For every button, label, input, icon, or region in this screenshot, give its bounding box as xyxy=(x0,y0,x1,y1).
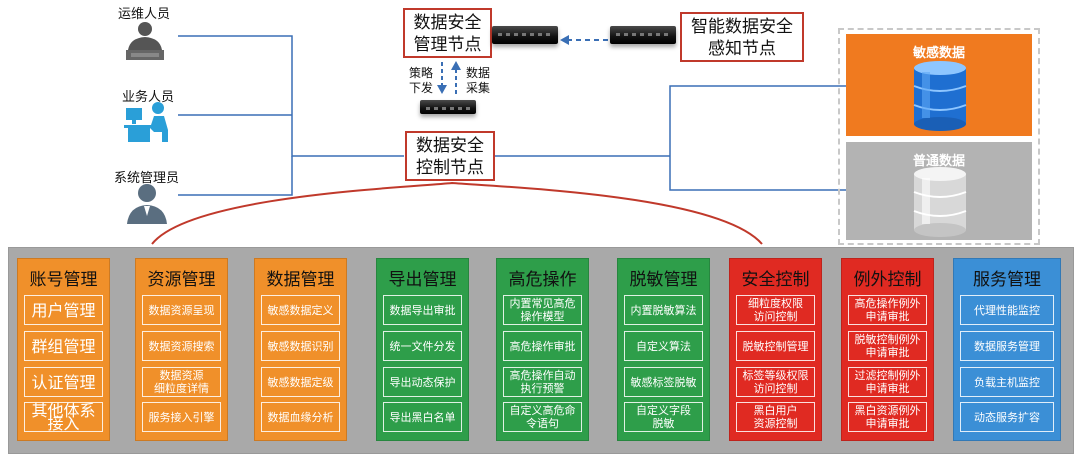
feature-item: 群组管理 xyxy=(24,331,103,361)
feature-item: 数据资源呈现 xyxy=(142,295,221,325)
feature-column-title: 账号管理 xyxy=(29,270,98,290)
feature-column: 安全控制细粒度权限 访问控制脱敏控制管理标签等级权限 访问控制黑白用户 资源控制 xyxy=(729,258,822,441)
feature-column-title: 高危操作 xyxy=(508,270,577,290)
feature-item: 黑白用户 资源控制 xyxy=(736,402,815,432)
feature-column-title: 数据管理 xyxy=(266,270,335,290)
feature-item: 负载主机监控 xyxy=(960,367,1054,397)
feature-item: 其他体系接入 xyxy=(24,402,103,432)
feature-item: 自定义字段 脱敏 xyxy=(624,402,703,432)
feature-item: 数据血缘分析 xyxy=(261,402,340,432)
sensitive-database-icon xyxy=(913,61,967,131)
feature-item: 内置脱敏算法 xyxy=(624,295,703,325)
perception-server-icon xyxy=(610,26,676,44)
feature-item: 导出黑白名单 xyxy=(383,402,462,432)
policy-label: 策略 下发 xyxy=(408,66,433,95)
feature-item: 内置常见高危 操作模型 xyxy=(503,295,582,325)
sensitive-data-block: 敏感数据 xyxy=(846,34,1032,136)
feature-item: 自定义高危命 令语句 xyxy=(503,402,582,432)
database-panel: 敏感数据 普通数据 xyxy=(838,28,1040,245)
feature-column: 资源管理数据资源呈现数据资源搜索数据资源 细粒度详情服务接入引擎 xyxy=(135,258,228,441)
feature-item: 动态服务扩容 xyxy=(960,402,1054,432)
feature-panel: 账号管理用户管理群组管理认证管理其他体系接入资源管理数据资源呈现数据资源搜索数据… xyxy=(8,247,1074,454)
feature-column-title: 服务管理 xyxy=(973,270,1041,290)
feature-column: 高危操作内置常见高危 操作模型高危操作审批高危操作自动 执行预警自定义高危命 令… xyxy=(496,258,589,441)
feature-column: 导出管理数据导出审批统一文件分发导出动态保护导出黑白名单 xyxy=(376,258,469,441)
feature-item: 高危操作例外 申请审批 xyxy=(848,295,927,325)
feature-item: 标签等级权限 访问控制 xyxy=(736,367,815,397)
role-label-sysadmin: 系统管理员 xyxy=(114,171,180,186)
feature-item: 敏感标签脱敏 xyxy=(624,367,703,397)
feature-item: 认证管理 xyxy=(24,367,103,397)
feature-item: 脱敏控制管理 xyxy=(736,331,815,361)
feature-item: 敏感数据定义 xyxy=(261,295,340,325)
ops-person-icon xyxy=(126,22,164,60)
feature-column-title: 例外控制 xyxy=(853,270,922,290)
feature-item: 导出动态保护 xyxy=(383,367,462,397)
control-server-icon xyxy=(420,100,476,114)
feature-item: 黑白资源例外 申请审批 xyxy=(848,402,927,432)
feature-item: 数据服务管理 xyxy=(960,331,1054,361)
feature-column-title: 脱敏管理 xyxy=(629,270,698,290)
feature-item: 用户管理 xyxy=(24,295,103,325)
control-node-box: 数据安全 控制节点 xyxy=(405,131,495,181)
feature-item: 代理性能监控 xyxy=(960,295,1054,325)
collect-label: 数据 采集 xyxy=(465,66,490,95)
management-node-box: 数据安全 管理节点 xyxy=(403,8,492,58)
sensitive-data-label: 敏感数据 xyxy=(912,46,965,61)
normal-database-icon xyxy=(913,167,967,237)
feature-item: 数据资源 细粒度详情 xyxy=(142,367,221,397)
role-label-ops: 运维人员 xyxy=(118,7,171,22)
management-server-icon xyxy=(492,26,558,44)
feature-item: 统一文件分发 xyxy=(383,331,462,361)
feature-item: 敏感数据定级 xyxy=(261,367,340,397)
perception-node-box: 智能数据安全 感知节点 xyxy=(680,12,804,62)
feature-column: 例外控制高危操作例外 申请审批脱敏控制例外 申请审批过滤控制例外 申请审批黑白资… xyxy=(841,258,934,441)
feature-item: 服务接入引擎 xyxy=(142,402,221,432)
feature-item: 过滤控制例外 申请审批 xyxy=(848,367,927,397)
feature-item: 敏感数据识别 xyxy=(261,331,340,361)
feature-column: 脱敏管理内置脱敏算法自定义算法敏感标签脱敏自定义字段 脱敏 xyxy=(617,258,710,441)
feature-item: 数据导出审批 xyxy=(383,295,462,325)
feature-item: 数据资源搜索 xyxy=(142,331,221,361)
feature-item: 脱敏控制例外 申请审批 xyxy=(848,331,927,361)
feature-item: 高危操作自动 执行预警 xyxy=(503,367,582,397)
feature-column: 服务管理代理性能监控数据服务管理负载主机监控动态服务扩容 xyxy=(953,258,1061,441)
feature-item: 高危操作审批 xyxy=(503,331,582,361)
role-label-business: 业务人员 xyxy=(122,90,175,105)
feature-item: 细粒度权限 访问控制 xyxy=(736,295,815,325)
normal-data-label: 普通数据 xyxy=(912,154,965,169)
feature-column-title: 资源管理 xyxy=(147,270,216,290)
business-person-icon xyxy=(124,102,168,142)
feature-column: 数据管理敏感数据定义敏感数据识别敏感数据定级数据血缘分析 xyxy=(254,258,347,441)
feature-item: 自定义算法 xyxy=(624,331,703,361)
feature-column: 账号管理用户管理群组管理认证管理其他体系接入 xyxy=(17,258,110,441)
feature-column-title: 安全控制 xyxy=(741,270,810,290)
sysadmin-person-icon xyxy=(127,184,167,224)
feature-column-title: 导出管理 xyxy=(388,270,457,290)
normal-data-block: 普通数据 xyxy=(846,142,1032,240)
